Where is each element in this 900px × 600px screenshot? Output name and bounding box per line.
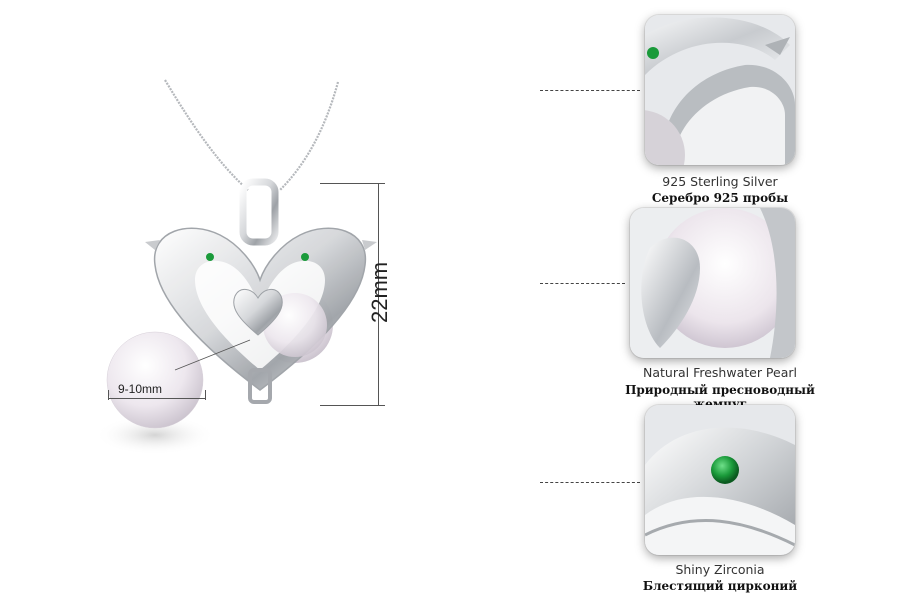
bail xyxy=(239,178,279,246)
zirconia-eye-left xyxy=(206,253,214,261)
pearl-shadow xyxy=(100,415,215,455)
silver-caption-en: 925 Sterling Silver xyxy=(662,174,778,189)
pearl-detail-thumbnail xyxy=(630,208,795,358)
height-dimension-bottom xyxy=(320,405,385,406)
zirconia-caption-ru: Блестящий цирконий xyxy=(642,579,798,593)
pearl-width-right-tick xyxy=(205,390,206,400)
silver-caption-ru: Серебро 925 пробы xyxy=(651,191,789,205)
leader-line-silver xyxy=(540,90,640,91)
height-label: 22mm xyxy=(367,261,392,323)
loose-pearl xyxy=(106,331,204,429)
pearl-caption-en: Natural Freshwater Pearl xyxy=(643,365,797,380)
silver-detail-thumbnail xyxy=(645,15,795,165)
height-dimension-line xyxy=(378,183,379,405)
pearl-width-line xyxy=(108,398,206,399)
leader-line-zirconia xyxy=(540,482,640,483)
zirconia-detail-thumbnail xyxy=(645,405,795,555)
chain xyxy=(164,79,340,191)
pearl-width-left-tick xyxy=(108,390,109,400)
zirconia-caption-en: Shiny Zirconia xyxy=(675,562,765,577)
small-heart xyxy=(233,289,283,336)
height-dimension-top xyxy=(320,183,385,184)
pearl-size-label: 9-10mm xyxy=(118,382,163,396)
pearl-detail-icon xyxy=(630,208,795,358)
zirconia-detail-icon xyxy=(645,405,795,555)
leader-line-pearl xyxy=(540,283,625,284)
zirconia-eye-right xyxy=(301,253,309,261)
pendant-illustration xyxy=(100,79,377,455)
silver-detail-icon xyxy=(645,15,795,165)
